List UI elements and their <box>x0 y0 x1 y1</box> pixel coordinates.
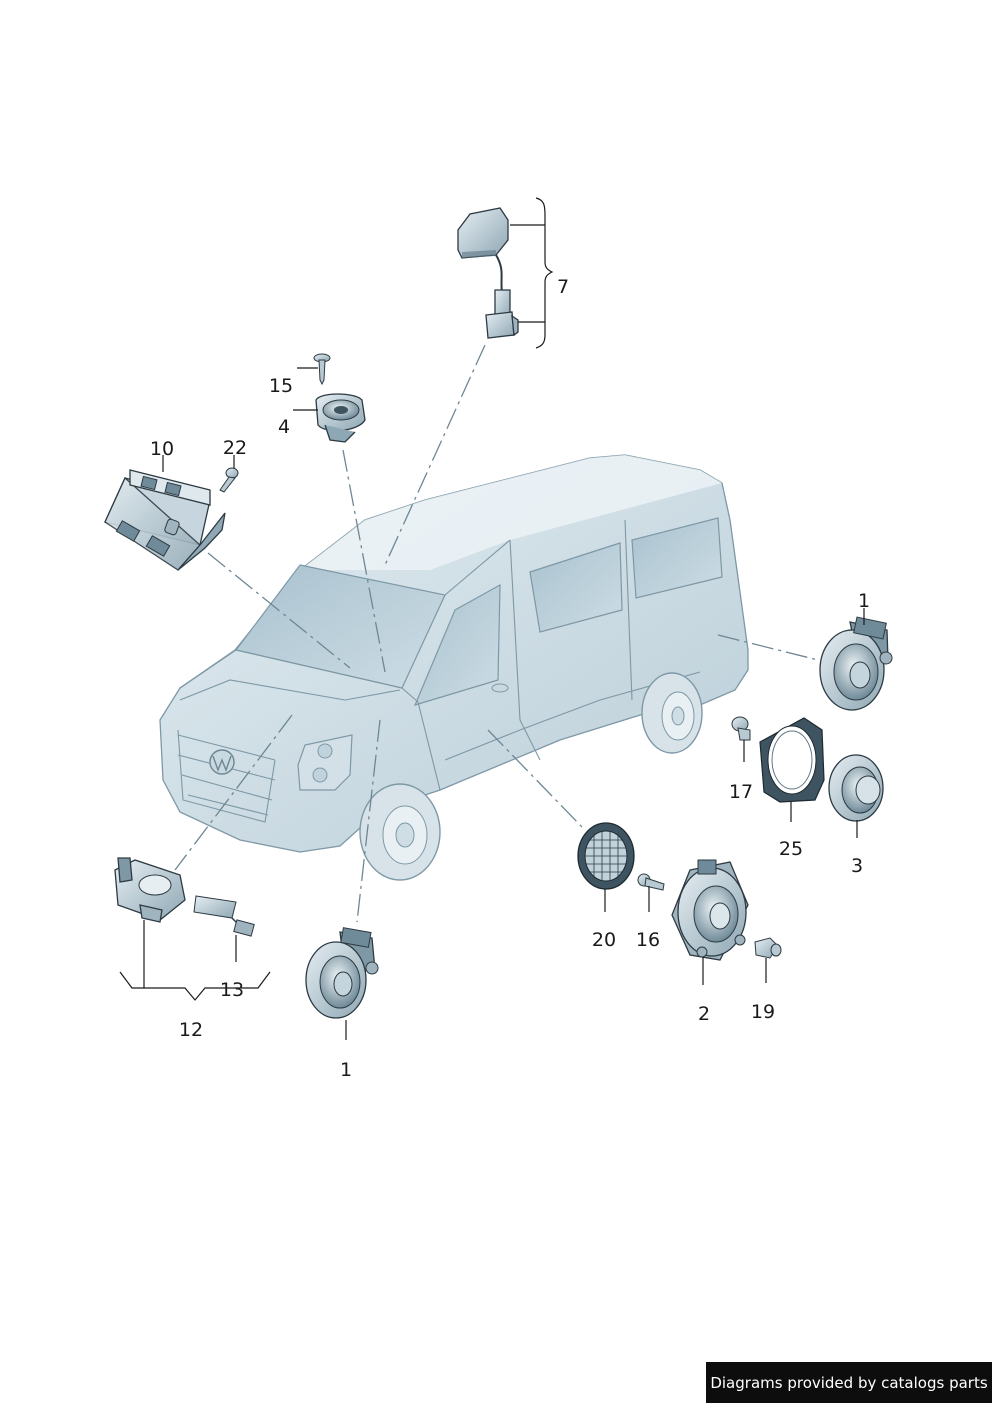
part-15-screw <box>313 353 331 386</box>
part-4-tweeter <box>315 393 366 443</box>
callout-1-bottom: 1 <box>340 1059 352 1081</box>
callout-12: 12 <box>179 1019 203 1041</box>
part-1-speaker-bottom <box>305 927 379 1019</box>
part-20-grille <box>577 822 635 890</box>
part-25-gasket <box>759 717 825 803</box>
callout-3: 3 <box>851 855 863 877</box>
callout-15: 15 <box>269 375 293 397</box>
part-2-speaker <box>671 859 749 961</box>
callout-16: 16 <box>636 929 660 951</box>
callout-2: 2 <box>698 1003 710 1025</box>
part-10-control-unit <box>104 469 226 571</box>
callout-1-right: 1 <box>858 590 870 612</box>
callout-4: 4 <box>278 416 290 438</box>
callout-25: 25 <box>779 838 803 860</box>
callout-17: 17 <box>729 781 753 803</box>
part-16-screw <box>637 873 665 891</box>
part-19-clip <box>754 937 782 959</box>
part-3-speaker <box>828 754 884 822</box>
part-13-cable <box>193 895 255 937</box>
callout-10: 10 <box>150 438 174 460</box>
part-1-speaker-right <box>819 616 893 711</box>
callout-22: 22 <box>223 437 247 459</box>
leader-lines <box>119 197 865 1040</box>
location-lines <box>174 344 819 923</box>
callouts: 7 15 4 10 22 1 17 25 3 20 16 13 19 2 12 … <box>150 276 870 1081</box>
credit-banner: Diagrams provided by catalogs parts <box>706 1362 992 1403</box>
van-illustration <box>159 454 749 881</box>
callout-7: 7 <box>557 276 569 298</box>
part-22-screw <box>219 467 239 493</box>
part-7-module <box>457 207 519 339</box>
part-12-module <box>114 857 186 923</box>
part-17-clip <box>731 716 751 741</box>
callout-19: 19 <box>751 1001 775 1023</box>
callout-13: 13 <box>220 979 244 1001</box>
credit-text: Diagrams provided by catalogs parts <box>710 1373 988 1392</box>
callout-20: 20 <box>592 929 616 951</box>
